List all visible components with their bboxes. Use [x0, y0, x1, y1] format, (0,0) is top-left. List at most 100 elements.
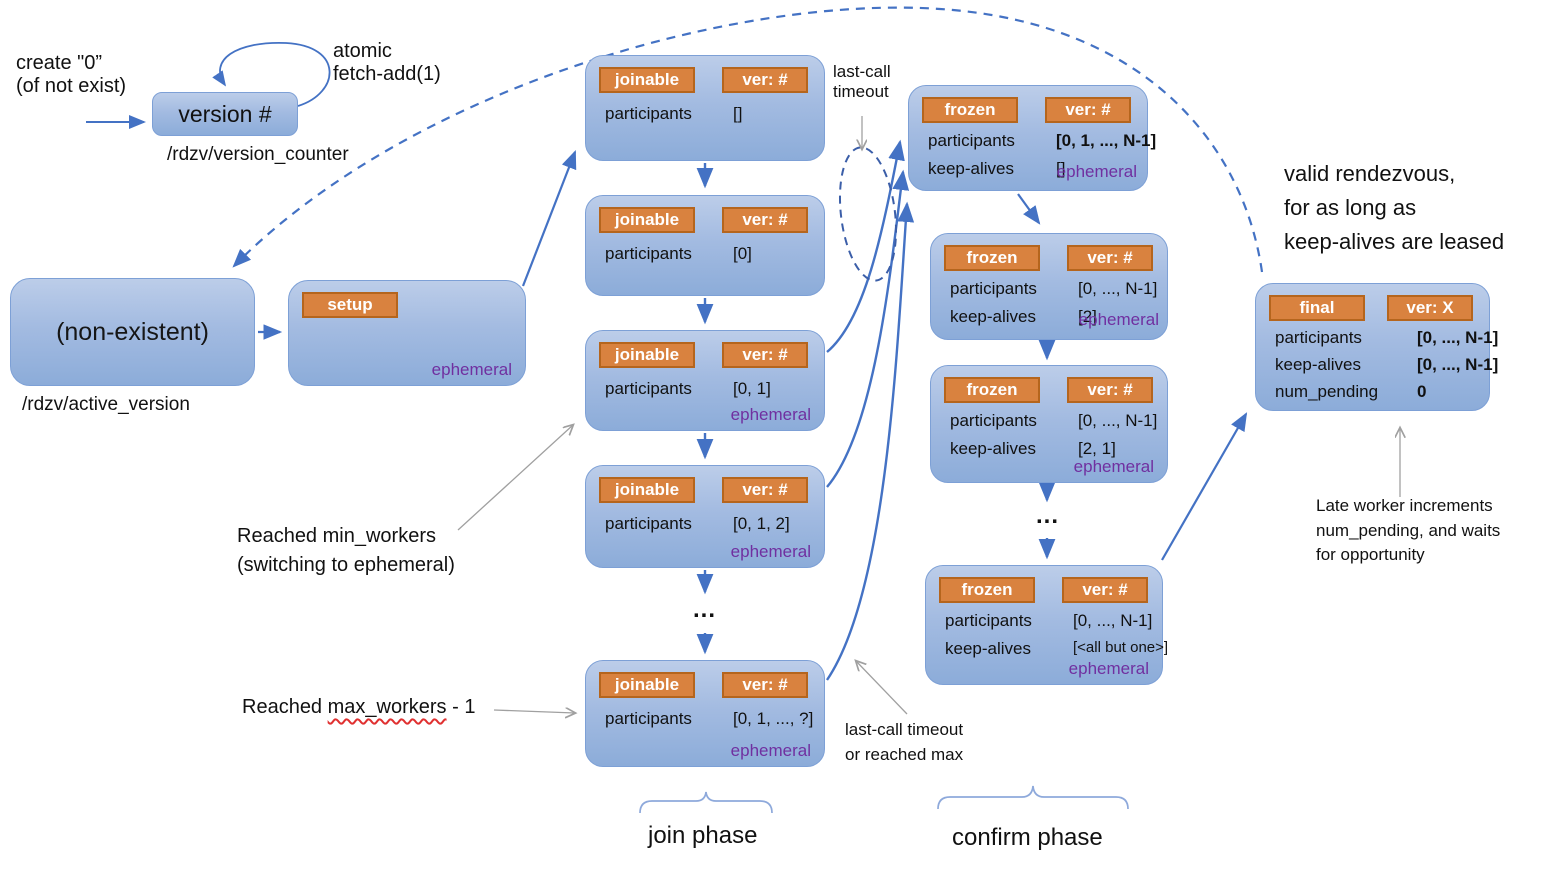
ephemeral-label: ephemeral [730, 542, 811, 561]
ephemeral-label: ephemeral [1073, 457, 1154, 476]
pointer-last-call-or-max [856, 661, 908, 715]
joinable-state-tag: joinable [599, 67, 695, 93]
state-version-counter: version # [152, 92, 298, 136]
reached-max-prefix: Reached [242, 696, 328, 718]
state-joinable-3: joinable ver: # participants [0, 1] ephe… [585, 330, 825, 431]
setup-state-tag: setup [302, 292, 398, 318]
state-joinable-1: joinable ver: # participants [] [585, 55, 825, 161]
keep-alives-value: [0, ..., N-1] [1417, 355, 1499, 374]
participants-label: participants [1275, 328, 1362, 347]
bracket-confirm-phase [937, 785, 1129, 810]
participants-value: [0] [733, 244, 752, 263]
participants-value: [0, ..., N-1] [1078, 279, 1158, 298]
ephemeral-label: ephemeral [1068, 659, 1149, 678]
keep-alives-value: [<all but one>] [1073, 639, 1169, 656]
participants-label: participants [605, 514, 692, 533]
participants-value: [0, 1, ..., N-1] [1056, 131, 1157, 150]
final-state-tag: final [1269, 295, 1365, 321]
num-pending-label: num_pending [1275, 382, 1379, 401]
valid-rendezvous-annotation: valid rendezvous, for as long as keep-al… [1284, 161, 1505, 255]
state-frozen-3: frozen ver: # participants [0, ..., N-1]… [930, 365, 1168, 483]
participants-value: [0, ..., N-1] [1417, 328, 1499, 347]
state-final: final ver: X participants [0, ..., N-1] … [1255, 283, 1498, 411]
version-tag: ver: # [1045, 97, 1131, 123]
ephemeral-label: ephemeral [431, 360, 512, 379]
ephemeral-label: ephemeral [730, 405, 811, 424]
arrow-joinable5-to-frozen1 [826, 201, 915, 681]
version-tag: ver: # [722, 67, 808, 93]
state-frozen-1: frozen ver: # participants [0, 1, ..., N… [908, 85, 1156, 191]
reached-max-suffix: - 1 [446, 696, 476, 718]
participants-label: participants [605, 379, 692, 398]
pointer-reached-max [493, 710, 575, 713]
version-tag: ver: # [1067, 245, 1153, 271]
version-tag: ver: # [722, 672, 808, 698]
version-tag: ver: X [1387, 295, 1473, 321]
last-call-timeout-annotation: last-call timeout [833, 62, 891, 101]
reached-min-annotation: Reached min_workers (switching to epheme… [237, 525, 455, 576]
joinable-ellipsis: ... [693, 596, 717, 623]
arrow-joinable4-to-frozen1 [826, 169, 910, 488]
state-setup: setup ephemeral [288, 280, 526, 386]
pointer-reached-min [457, 425, 573, 531]
bracket-join-phase [639, 791, 773, 814]
keep-alives-label: keep-alives [945, 639, 1031, 658]
frozen-ellipsis: ... [1036, 502, 1060, 529]
last-call-or-max-annotation: last-call timeout or reached max [845, 720, 964, 764]
participants-value: [0, 1] [733, 379, 771, 398]
last-call-dashed-ellipse [838, 146, 898, 282]
participants-label: participants [950, 279, 1037, 298]
joinable-state-tag: joinable [599, 477, 695, 503]
participants-value: [0, ..., N-1] [1078, 411, 1158, 430]
version-counter-path: /rdzv/version_counter [167, 144, 349, 165]
ephemeral-label: ephemeral [1078, 310, 1159, 329]
arrow-frozen4-to-final [1161, 412, 1248, 561]
keep-alives-value: [2] [1078, 307, 1097, 326]
participants-label: participants [605, 104, 692, 123]
reached-max-annotation: Reached max_workers - 1 [242, 696, 475, 719]
participants-value: [0, 1, 2] [733, 514, 790, 533]
participants-value: [] [733, 104, 743, 123]
version-tag: ver: # [722, 342, 808, 368]
arrow-setup-to-joinable1 [521, 149, 577, 287]
version-tag: ver: # [722, 477, 808, 503]
participants-label: participants [605, 709, 692, 728]
participants-label: participants [950, 411, 1037, 430]
active-version-path: /rdzv/active_version [22, 394, 190, 415]
state-joinable-4: joinable ver: # participants [0, 1, 2] e… [585, 465, 825, 568]
participants-label: participants [605, 244, 692, 263]
state-joinable-5: joinable ver: # participants [0, 1, ...,… [585, 660, 825, 767]
state-frozen-4: frozen ver: # participants [0, ..., N-1]… [925, 565, 1168, 685]
keep-alives-value: [2, 1] [1078, 439, 1116, 458]
participants-value: [0, 1, ..., ?] [733, 709, 814, 728]
frozen-state-tag: frozen [944, 377, 1040, 403]
frozen-state-tag: frozen [922, 97, 1018, 123]
reached-max-term: max_workers [327, 696, 447, 718]
keep-alives-label: keep-alives [1275, 355, 1361, 374]
version-tag: ver: # [1062, 577, 1148, 603]
fetch-add-annotation: atomic fetch-add(1) [333, 40, 441, 85]
state-non-existent: (non-existent) [10, 278, 255, 386]
arrow-joinable3-to-frozen1 [826, 139, 905, 353]
version-tag: ver: # [722, 207, 808, 233]
late-worker-annotation: Late worker increments num_pending, and … [1316, 496, 1501, 565]
num-pending-value: 0 [1417, 382, 1427, 401]
arrow-frozen1-to-frozen2 [1017, 193, 1041, 225]
participants-value: [0, ..., N-1] [1073, 611, 1153, 630]
create-annotation: create "0” (of not exist) [16, 52, 127, 97]
joinable-state-tag: joinable [599, 672, 695, 698]
joinable-state-tag: joinable [599, 207, 695, 233]
keep-alives-label: keep-alives [950, 439, 1036, 458]
state-joinable-2: joinable ver: # participants [0] [585, 195, 825, 296]
joinable-state-tag: joinable [599, 342, 695, 368]
keep-alives-label: keep-alives [928, 159, 1014, 178]
ephemeral-label: ephemeral [730, 741, 811, 760]
ephemeral-label: ephemeral [1056, 162, 1137, 181]
join-phase-label: join phase [648, 822, 758, 849]
state-frozen-2: frozen ver: # participants [0, ..., N-1]… [930, 233, 1168, 340]
frozen-state-tag: frozen [939, 577, 1035, 603]
participants-label: participants [928, 131, 1015, 150]
confirm-phase-label: confirm phase [952, 824, 1103, 851]
frozen-state-tag: frozen [944, 245, 1040, 271]
